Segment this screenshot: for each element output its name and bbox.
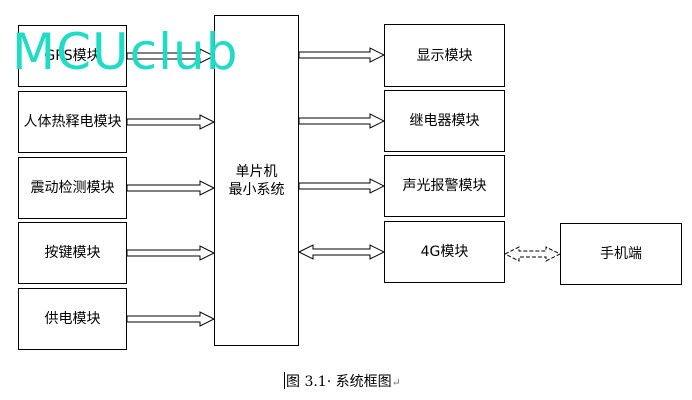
gps-module-label: GPS模块 (44, 48, 101, 64)
arrow-mcu-to-relay (298, 113, 386, 129)
mcu-label-line1: 单片机 (235, 163, 278, 180)
arrow-power-to-mcu (126, 311, 216, 327)
arrow-mcu-fourg-bidirectional (297, 244, 386, 260)
pir-module-box: 人体热释电模块 (18, 91, 127, 153)
vibration-module-label: 震动检测模块 (30, 180, 115, 196)
pir-module-label: 人体热释电模块 (23, 114, 122, 130)
arrow-keys-to-mcu (126, 245, 216, 261)
caption-text: 图 3.1· 系统框图 (286, 374, 392, 390)
relay-module-label: 继电器模块 (409, 113, 480, 129)
power-module-box: 供电模块 (18, 288, 127, 350)
power-module-label: 供电模块 (44, 311, 101, 327)
relay-module-box: 继电器模块 (384, 90, 505, 152)
paragraph-return-mark: ↵ (391, 376, 401, 389)
mcu-box: 单片机 最小系统 (214, 15, 299, 346)
phone-box: 手机端 (560, 223, 682, 285)
arrow-mcu-to-alarm (298, 178, 386, 194)
display-module-box: 显示模块 (384, 24, 505, 87)
alarm-module-label: 声光报警模块 (402, 178, 487, 194)
fourg-module-label: 4G模块 (420, 244, 469, 260)
alarm-module-box: 声光报警模块 (384, 155, 505, 217)
fourg-module-box: 4G模块 (384, 221, 505, 283)
phone-label: 手机端 (600, 246, 642, 262)
arrow-fourg-phone-wireless (503, 246, 562, 262)
arrow-pir-to-mcu (126, 114, 216, 130)
arrow-gps-to-mcu (126, 48, 216, 64)
arrow-mcu-to-display (298, 47, 386, 63)
keys-module-box: 按键模块 (18, 222, 127, 284)
arrow-vibration-to-mcu (126, 180, 216, 196)
display-module-label: 显示模块 (416, 47, 473, 64)
figure-caption: 图 3.1· 系统框图↵ (284, 372, 401, 392)
keys-module-label: 按键模块 (44, 245, 101, 261)
vibration-module-box: 震动检测模块 (18, 157, 127, 219)
mcu-label-line2: 最小系统 (228, 181, 285, 198)
text-cursor (284, 372, 285, 389)
gps-module-box: GPS模块 (18, 25, 127, 87)
